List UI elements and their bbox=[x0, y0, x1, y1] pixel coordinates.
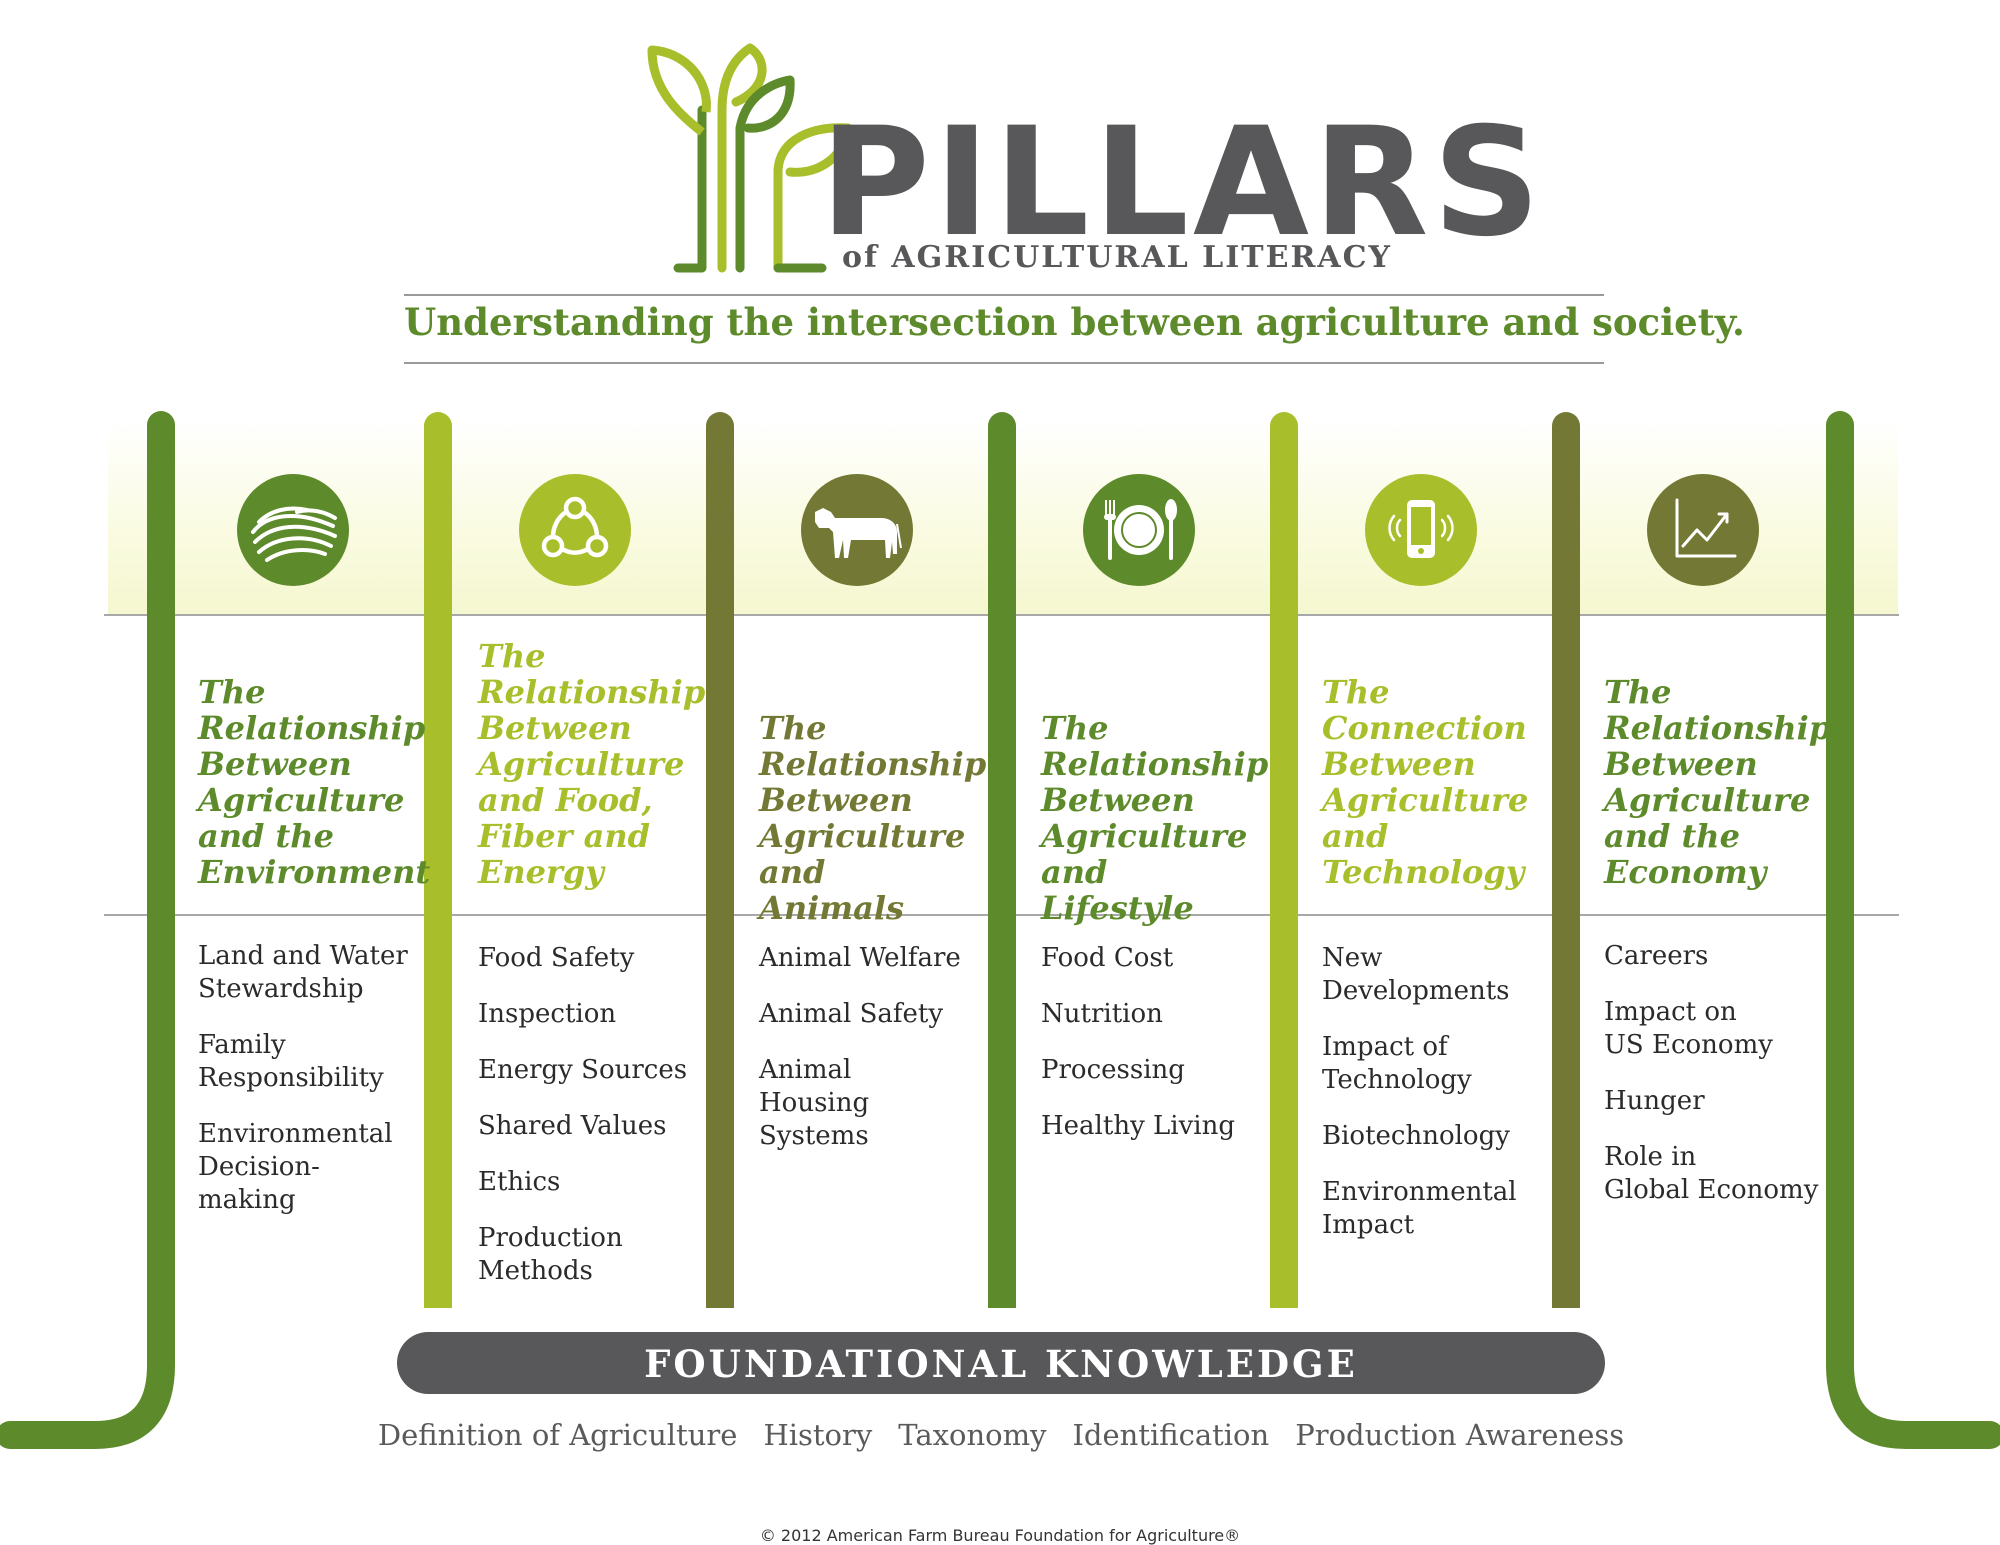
foundational-knowledge-bar bbox=[397, 1332, 1605, 1394]
foundation-item: Definition of Agriculture bbox=[377, 1418, 738, 1452]
pillar-3-items: Animal Welfare Animal Safety Animal Hous… bbox=[759, 942, 979, 1176]
list-item: Processing bbox=[1041, 1055, 1185, 1085]
pillar-bar-5 bbox=[1270, 412, 1298, 1308]
pillar-6-title: The Relationship Between Agriculture and… bbox=[1604, 673, 1832, 891]
list-item: Impact of Technology bbox=[1322, 1032, 1472, 1095]
tagline-top-rule bbox=[404, 294, 1604, 296]
pillar-5-items: New Developments Impact of Technology Bi… bbox=[1322, 942, 1542, 1265]
list-item: Animal Housing Systems bbox=[759, 1055, 870, 1151]
list-item: Inspection bbox=[478, 999, 617, 1029]
growth-chart-icon bbox=[1647, 474, 1759, 586]
pillar-6-items: Careers Impact on US Economy Hunger Role… bbox=[1604, 940, 1824, 1230]
list-item: New Developments bbox=[1322, 943, 1510, 1006]
pillar-3-title: The Relationship Between Agriculture and… bbox=[759, 709, 987, 927]
logo-subtitle: of AGRICULTURAL LITERACY bbox=[842, 240, 1392, 275]
pillar-1-title: The Relationship Between Agriculture and… bbox=[198, 673, 431, 891]
pillar-4-title: The Relationship Between Agriculture and… bbox=[1041, 709, 1269, 927]
plate-utensils-icon bbox=[1083, 474, 1195, 586]
pillar-5-title: The Connection Between Agriculture and T… bbox=[1322, 673, 1529, 891]
pillar-bar-3 bbox=[706, 412, 734, 1308]
list-item: Shared Values bbox=[478, 1111, 667, 1141]
foundational-knowledge-title: FOUNDATIONAL KNOWLEDGE bbox=[644, 1342, 1358, 1386]
pillars-logo-mark bbox=[647, 43, 853, 273]
pillar-2-title: The Relationship Between Agriculture and… bbox=[478, 637, 706, 891]
pillar-1-items: Land and Water Stewardship Family Respon… bbox=[198, 940, 418, 1240]
list-item: Role in Global Economy bbox=[1604, 1142, 1819, 1205]
pillar-bar-6 bbox=[1552, 412, 1580, 1308]
cycle-icon bbox=[519, 474, 631, 586]
list-item: Nutrition bbox=[1041, 999, 1163, 1029]
tagline-bottom-rule bbox=[404, 362, 1604, 364]
copyright-notice: © 2012 American Farm Bureau Foundation f… bbox=[759, 1526, 1241, 1545]
tagline: Understanding the intersection between a… bbox=[404, 300, 1745, 344]
logo-wordmark: PILLARS bbox=[820, 96, 1545, 270]
list-item: Animal Safety bbox=[759, 999, 944, 1029]
farmland-icon bbox=[237, 474, 349, 586]
list-item: Environmental Decision- making bbox=[198, 1119, 393, 1215]
pillar-bar-2 bbox=[424, 412, 452, 1308]
pillar-bar-4 bbox=[988, 412, 1016, 1308]
list-item: Animal Welfare bbox=[759, 943, 961, 973]
list-item: Hunger bbox=[1604, 1086, 1705, 1116]
cow-icon bbox=[801, 474, 913, 586]
foundation-item: Identification bbox=[1072, 1418, 1270, 1452]
list-item: Careers bbox=[1604, 941, 1709, 971]
list-item: Biotechnology bbox=[1322, 1121, 1510, 1151]
smartphone-icon bbox=[1365, 474, 1477, 586]
list-item: Impact on US Economy bbox=[1604, 997, 1773, 1060]
foundational-knowledge-items: Definition of Agriculture History Taxono… bbox=[378, 1410, 1624, 1460]
foundation-item: History bbox=[763, 1418, 873, 1452]
pillar-4-items: Food Cost Nutrition Processing Healthy L… bbox=[1041, 942, 1261, 1166]
list-item: Production Methods bbox=[478, 1223, 623, 1286]
list-item: Food Cost bbox=[1041, 943, 1174, 973]
list-item: Land and Water Stewardship bbox=[198, 941, 408, 1004]
list-item: Ethics bbox=[478, 1167, 561, 1197]
foundation-item: Production Awareness bbox=[1295, 1418, 1625, 1452]
list-item: Energy Sources bbox=[478, 1055, 688, 1085]
list-item: Healthy Living bbox=[1041, 1111, 1235, 1141]
list-item: Family Responsibility bbox=[198, 1030, 384, 1093]
foundation-item: Taxonomy bbox=[898, 1418, 1047, 1452]
list-item: Food Safety bbox=[478, 943, 635, 973]
pillar-2-items: Food Safety Inspection Energy Sources Sh… bbox=[478, 942, 698, 1311]
list-item: Environmental Impact bbox=[1322, 1177, 1517, 1240]
